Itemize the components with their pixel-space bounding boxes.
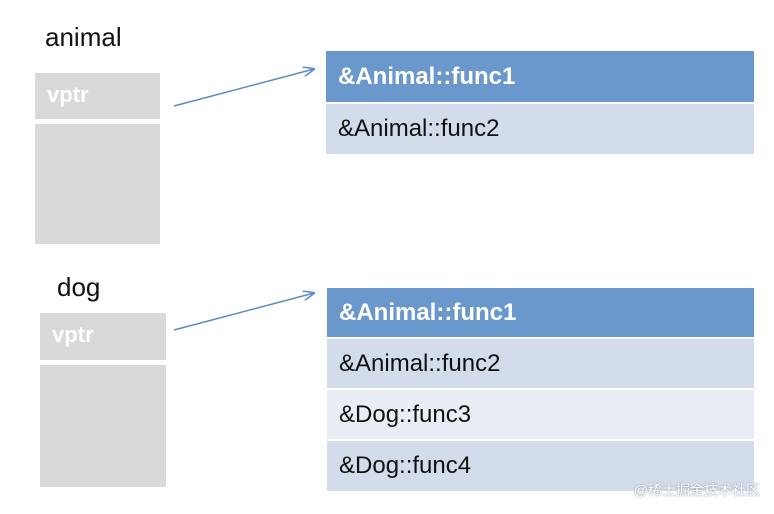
animal-label: animal	[45, 22, 122, 52]
dog-vtable: &Animal::func1 &Animal::func2 &Dog::func…	[327, 288, 754, 492]
dog-vtable-row: &Dog::func3	[327, 390, 754, 439]
animal-vptr-cell: vptr	[35, 73, 160, 119]
animal-object-body	[35, 124, 160, 244]
animal-vtable-row: &Animal::func1	[326, 51, 754, 102]
animal-vptr-arrow	[173, 69, 314, 107]
dog-vtable-row: &Dog::func4	[327, 441, 754, 491]
watermark: @稀土掘金技术社区	[633, 482, 760, 498]
dog-vtable-row: &Animal::func1	[327, 288, 754, 337]
dog-vptr-arrow	[173, 293, 314, 331]
dog-object-body	[40, 365, 166, 487]
animal-vtable-row: &Animal::func2	[326, 104, 754, 154]
dog-label: dog	[57, 272, 101, 302]
dog-vtable-row: &Animal::func2	[327, 339, 754, 388]
animal-vtable: &Animal::func1 &Animal::func2	[326, 51, 754, 154]
dog-vptr-cell: vptr	[40, 313, 166, 360]
